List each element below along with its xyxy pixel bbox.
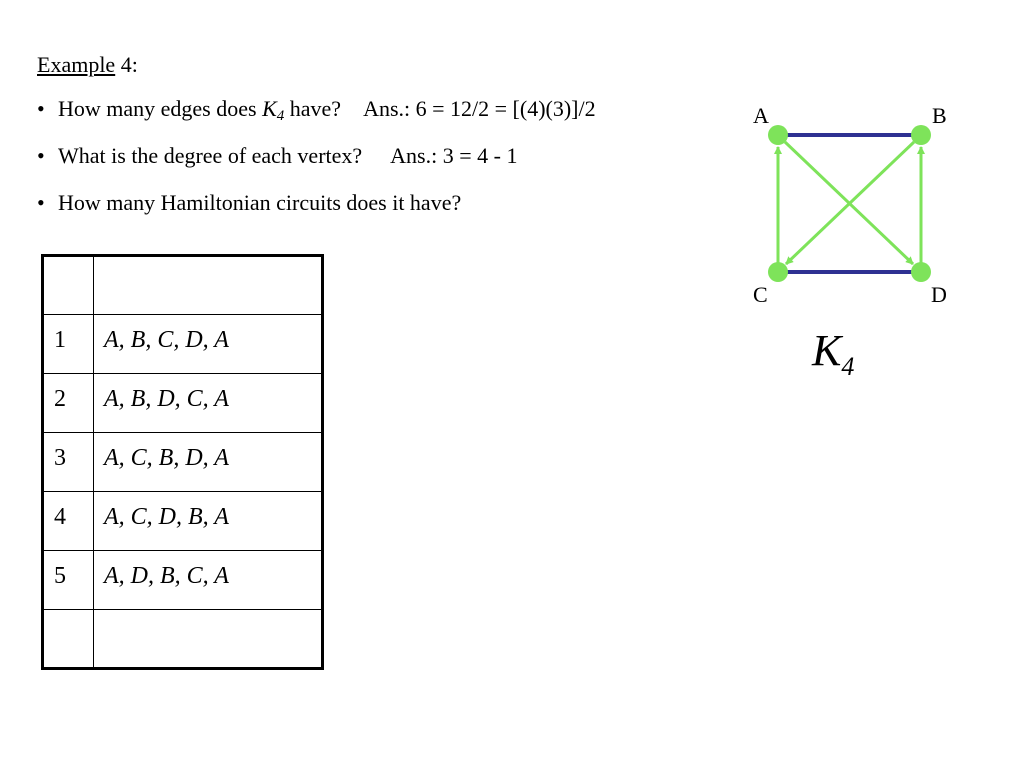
table-row: 3 A, C, B, D, A [42,432,323,492]
question-circuits: • How many Hamiltonian circuits does it h… [37,190,596,216]
question-edges: • How many edges does K4 have? Ans.: 6 = 1… [37,96,596,124]
question-text: How many Hamiltonian circuits does it ha… [58,190,462,215]
k4-title: K4 [812,326,854,380]
example-heading: Example 4: [37,52,138,78]
circuit-path: A, B, C, D, A [93,314,323,374]
row-number: 1 [42,314,94,374]
question-text: How many edges does [58,96,263,121]
k-subscript: 4 [276,108,285,124]
answer-text: Ans.: 3 = 4 - 1 [390,143,518,168]
circuit-path: A, B, D, C, A [93,373,323,433]
example-number: 4: [115,52,138,77]
vertex-d [911,262,931,282]
k4-subscript: 4 [841,352,855,381]
row-number: 5 [42,550,94,610]
k4-variable: K [812,326,842,375]
vertex-label-a: A [753,103,769,128]
row-number: 4 [42,491,94,551]
example-label: Example [37,52,116,77]
row-number: 3 [42,432,94,492]
vertex-label-b: B [932,103,947,128]
circuit-path: A, C, D, B, A [93,491,323,551]
table-row: 1 A, B, C, D, A [42,314,323,374]
vertex-label-c: C [753,282,768,307]
vertex-c [768,262,788,282]
edge-b-c [784,140,916,266]
k4-inline: K4 [262,96,285,124]
question-text: What is the degree of each vertex? [58,143,363,168]
bullet-icon: • [37,143,45,168]
k-variable: K [262,96,277,121]
table-row [42,255,323,315]
table-row: 4 A, C, D, B, A [42,491,323,551]
row-number [42,609,94,669]
bullet-icon: • [37,96,45,121]
row-number: 2 [42,373,94,433]
vertex-a [768,125,788,145]
table-row [42,609,323,669]
question-degree: • What is the degree of each vertex? Ans.:… [37,143,596,169]
k4-graph: A B C D [753,103,947,307]
circuit-path: A, C, B, D, A [93,432,323,492]
circuits-table: 1 A, B, C, D, A 2 A, B, D, C, A 3 A, C, … [41,254,324,670]
bullet-icon: • [37,190,45,215]
question-text-end: have? [284,96,342,121]
circuit-path [93,609,323,669]
question-list: • How many edges does K4 have? Ans.: 6 = 1… [37,96,596,237]
circuit-path: A, D, B, C, A [93,550,323,610]
answer-text: Ans.: 6 = 12/2 = [(4)(3)]/2 [363,96,596,121]
table-row: 5 A, D, B, C, A [42,550,323,610]
vertex-label-d: D [931,282,947,307]
row-number [42,255,94,315]
circuit-path [93,255,323,315]
table-row: 2 A, B, D, C, A [42,373,323,433]
vertex-b [911,125,931,145]
